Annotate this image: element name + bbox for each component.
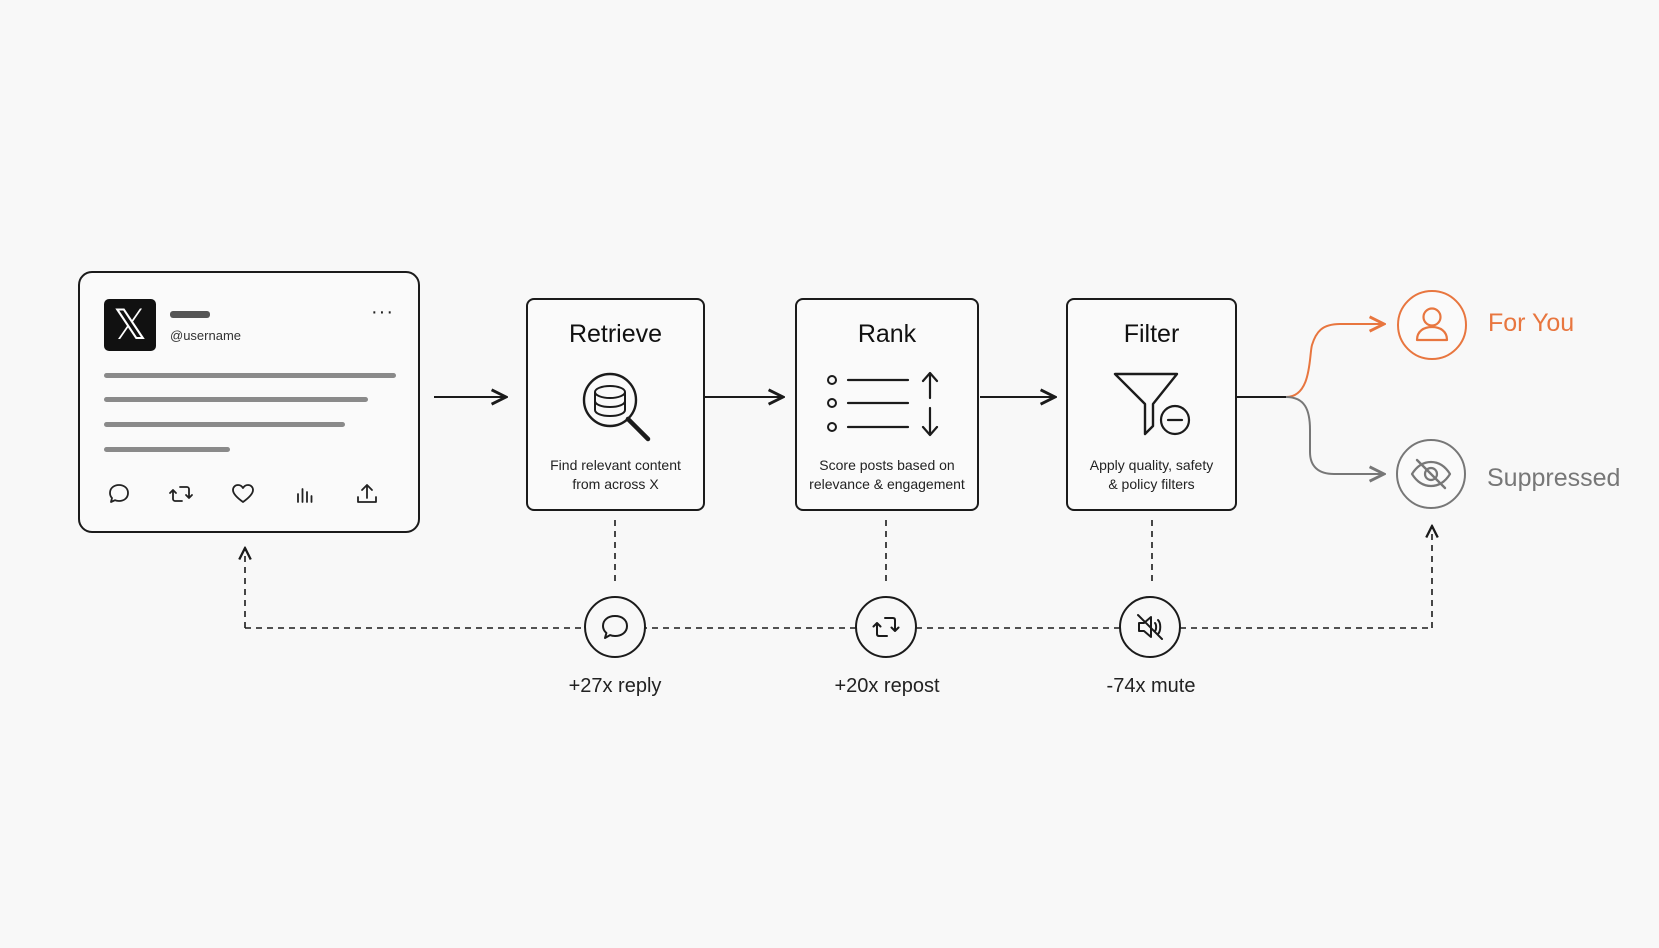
suppressed-label: Suppressed [1487, 464, 1621, 492]
description-line: Apply quality, safety [1089, 457, 1214, 473]
reply-icon[interactable] [106, 481, 132, 507]
eye-off-icon [1410, 458, 1452, 490]
repost-icon[interactable] [168, 481, 194, 507]
stage-description: Find relevant content from across X [536, 456, 695, 494]
display-name-placeholder [170, 311, 210, 318]
signal-reply-node [584, 596, 646, 658]
post-username: @username [170, 328, 242, 343]
post-text-line [104, 397, 368, 402]
post-text-line [104, 422, 345, 427]
post-text-line [104, 373, 396, 378]
stage-description: Apply quality, safety & policy filters [1076, 456, 1227, 494]
mute-icon [1137, 614, 1163, 640]
description-line: Find relevant content [550, 457, 681, 473]
signal-repost-label: +20x repost [834, 675, 940, 697]
description-line: from across X [572, 476, 659, 492]
description-line: relevance & engagement [809, 476, 965, 492]
signal-repost-node [855, 596, 917, 658]
description-line: & policy filters [1108, 476, 1195, 492]
for-you-node [1397, 290, 1467, 360]
suppressed-node [1396, 439, 1466, 509]
more-options-icon[interactable]: ··· [371, 301, 394, 323]
signal-mute-label: -74x mute [1106, 675, 1196, 697]
description-line: Score posts based on [819, 457, 955, 473]
user-icon [1415, 307, 1449, 342]
x-logo-icon: 𝕏 [104, 299, 156, 351]
stage-filter: Filter Apply quality, safety & policy fi… [1066, 298, 1237, 511]
stage-title: Retrieve [568, 320, 663, 348]
signal-mute-node [1119, 596, 1181, 658]
post-card[interactable]: 𝕏 @username ··· [78, 271, 420, 533]
share-icon[interactable] [354, 481, 380, 507]
signal-reply-label: +27x reply [568, 675, 662, 697]
post-text-line [104, 447, 230, 452]
stage-description: Score posts based on relevance & engagem… [805, 456, 969, 494]
post-actions [106, 481, 386, 507]
stage-rank: Rank Score posts based on relevance & en… [795, 298, 979, 511]
stage-title: Filter [1123, 320, 1180, 348]
stage-title: Rank [857, 320, 917, 348]
ranked-list-icon [827, 371, 939, 437]
views-icon[interactable] [292, 481, 318, 507]
stage-retrieve: Retrieve Find relevant content from acro… [526, 298, 705, 511]
funnel-minus-icon [1113, 372, 1190, 436]
branch-for-you [1285, 324, 1384, 398]
reply-icon [602, 615, 628, 639]
database-search-icon [582, 372, 650, 442]
branch-suppressed [1285, 396, 1384, 474]
for-you-label: For You [1488, 309, 1575, 337]
like-icon[interactable] [230, 481, 256, 507]
repost-icon [872, 617, 900, 637]
